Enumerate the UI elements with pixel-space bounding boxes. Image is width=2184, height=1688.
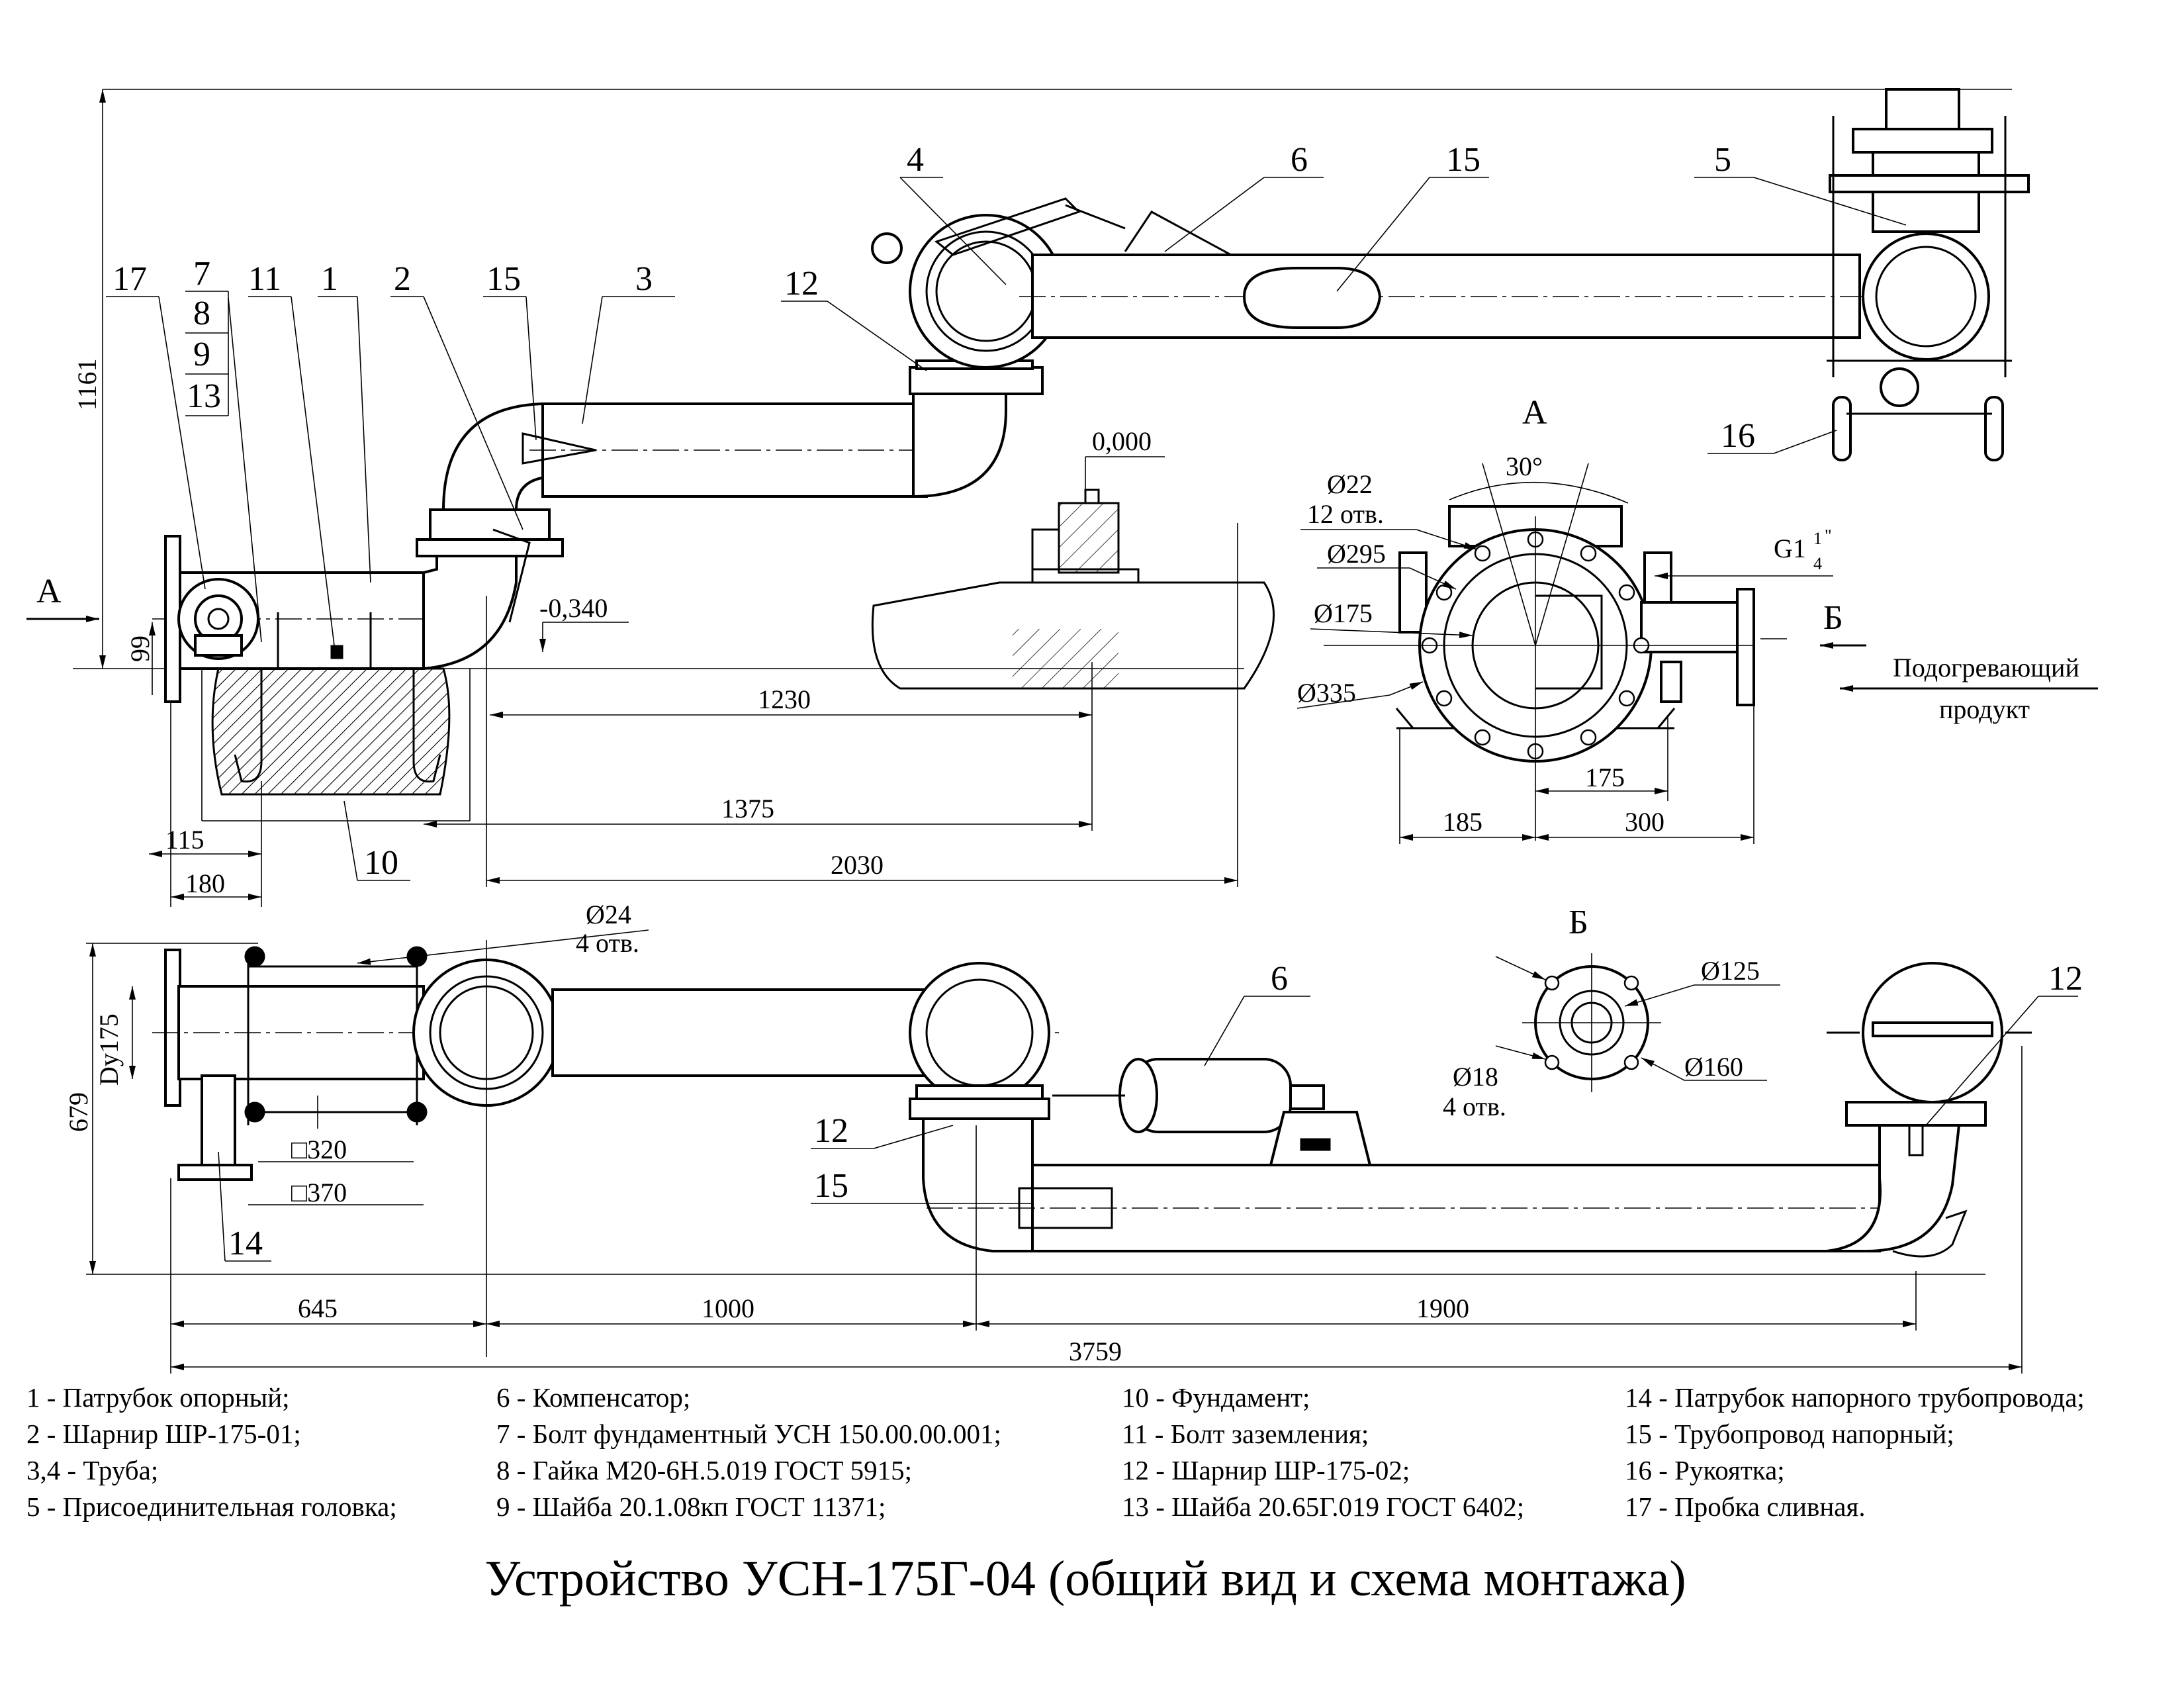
callout-7: 7 — [193, 255, 210, 293]
legend-item-6: 7 - Болт фундаментный УСН 150.00.00.001; — [496, 1419, 1001, 1449]
legend-item-2: 2 - Шарнир ШР-175-01; — [26, 1419, 301, 1449]
callout-16: 16 — [1721, 417, 1755, 455]
thread-g: G1 — [1774, 534, 1806, 563]
legend-item-16: 17 - Пробка сливная. — [1625, 1491, 1866, 1522]
callout-11: 11 — [248, 260, 281, 298]
dim-115: 115 — [165, 825, 205, 855]
view-a-title: А — [1522, 394, 1547, 432]
callout-17: 17 — [113, 260, 147, 298]
legend-item-12: 13 - Шайба 20.65Г.019 ГОСТ 6402; — [1122, 1491, 1524, 1522]
dim-d18: Ø18 — [1453, 1062, 1498, 1092]
dim-d22-holes: 12 отв. — [1307, 499, 1384, 529]
dim-1900: 1900 — [1416, 1293, 1469, 1323]
legend-item-13: 14 - Патрубок напорного трубопровода; — [1625, 1382, 2085, 1413]
callout-4: 4 — [907, 141, 924, 179]
callout-13: 13 — [187, 377, 221, 415]
callout-9: 9 — [193, 336, 210, 373]
drawing-title: Устройство УСН-175Г-04 (общий вид и схем… — [484, 1551, 1686, 1607]
elev-zero: 0,000 — [1092, 426, 1152, 456]
legend-item-8: 9 - Шайба 20.1.08кп ГОСТ 11371; — [496, 1491, 886, 1522]
callouts: 17 7 8 9 13 11 1 2 15 3 12 4 6 — [106, 141, 2083, 1262]
dim-d22: Ø22 — [1327, 469, 1373, 499]
dim-180: 180 — [185, 868, 225, 898]
callout-15-plan: 15 — [814, 1167, 848, 1205]
dim-2030: 2030 — [831, 850, 884, 880]
dim-679: 679 — [64, 1092, 93, 1132]
foundation — [211, 667, 451, 796]
heating-label-2: продукт — [1939, 694, 2030, 724]
dim-d295: Ø295 — [1327, 539, 1386, 569]
callout-8: 8 — [193, 295, 210, 332]
thread-den: 4 — [1813, 554, 1822, 573]
legend-item-5: 6 - Компенсатор; — [496, 1382, 690, 1413]
side-view: 1161 — [26, 88, 2030, 907]
angle-30: 30° — [1506, 451, 1543, 481]
dim-99: 99 — [125, 635, 155, 662]
dim-d24: Ø24 — [586, 900, 631, 929]
heating-label-1: Подогревающий — [1893, 653, 2079, 682]
legend-item-14: 15 - Трубопровод напорный; — [1625, 1419, 1954, 1449]
thread-mark: " — [1825, 526, 1832, 545]
legend: 1 - Патрубок опорный; 2 - Шарнир ШР-175-… — [26, 1382, 2085, 1522]
callout-6-top: 6 — [1291, 141, 1308, 179]
dim-300: 300 — [1625, 807, 1664, 837]
callout-14: 14 — [228, 1225, 263, 1262]
dim-sq320: □320 — [291, 1135, 347, 1164]
legend-item-9: 10 - Фундамент; — [1122, 1382, 1310, 1413]
dim-dy175: Dy175 — [94, 1013, 124, 1086]
legend-item-4: 5 - Присоединительная головка; — [26, 1491, 397, 1522]
dim-1230: 1230 — [758, 684, 811, 714]
callout-3: 3 — [635, 260, 653, 298]
dim-1000: 1000 — [702, 1293, 754, 1323]
callout-12-top: 12 — [784, 265, 819, 303]
legend-item-3: 3,4 - Труба; — [26, 1455, 158, 1485]
view-a: А 30° Ø22 12 отв. Ø295 — [1297, 394, 2098, 844]
dim-d24-holes: 4 отв. — [576, 928, 639, 958]
dim-175-lin: 175 — [1585, 763, 1625, 792]
callout-12-head: 12 — [2048, 960, 2083, 998]
dim-d160: Ø160 — [1684, 1052, 1743, 1082]
elev-neg: -0,340 — [539, 593, 608, 623]
callout-1: 1 — [321, 260, 338, 298]
callout-12-plan: 12 — [814, 1112, 848, 1150]
callout-2: 2 — [394, 260, 411, 298]
dim-d18-holes: 4 отв. — [1443, 1092, 1506, 1121]
legend-item-11: 12 - Шарнир ШР-175-02; — [1122, 1455, 1410, 1485]
legend-item-1: 1 - Патрубок опорный; — [26, 1382, 290, 1413]
dim-185: 185 — [1443, 807, 1482, 837]
callout-10: 10 — [364, 844, 398, 882]
view-b-marker: Б — [1823, 599, 1843, 637]
plan-view: 679 □320 □370 Dy175 Ø24 4 отв. — [64, 900, 2032, 1374]
dim-d175-circle: Ø175 — [1314, 598, 1373, 628]
thread-num: 1 — [1813, 529, 1822, 548]
callout-6-plan: 6 — [1271, 960, 1288, 998]
view-b: Б Ø125 Ø160 Ø18 4 отв. — [1443, 904, 1780, 1121]
view-b-title: Б — [1569, 904, 1588, 941]
dim-1375: 1375 — [721, 794, 774, 823]
dim-1161: 1161 — [72, 358, 102, 410]
dim-3759: 3759 — [1069, 1336, 1122, 1366]
legend-item-10: 11 - Болт заземления; — [1122, 1419, 1369, 1449]
dim-d125: Ø125 — [1701, 956, 1760, 986]
callout-5: 5 — [1714, 141, 1731, 179]
legend-item-7: 8 - Гайка М20-6Н.5.019 ГОСТ 5915; — [496, 1455, 912, 1485]
callout-15-main: 15 — [1446, 141, 1480, 179]
legend-item-15: 16 - Рукоятка; — [1625, 1455, 1785, 1485]
dim-sq370: □370 — [291, 1178, 347, 1207]
dim-645: 645 — [298, 1293, 338, 1323]
callout-15-top: 15 — [486, 260, 521, 298]
dim-d335: Ø335 — [1297, 678, 1356, 708]
section-label-a-left: А — [36, 573, 62, 610]
